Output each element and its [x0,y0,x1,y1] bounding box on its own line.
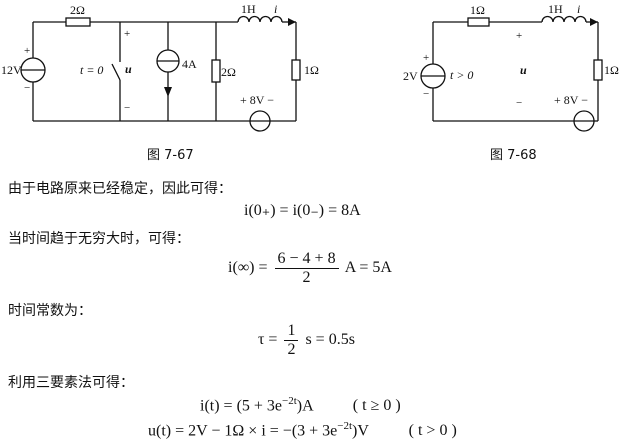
figure-caption-7-68: 图 7-68 [490,148,537,163]
eq3-fraction: 1 2 [284,322,299,359]
eq4-part-a: i(t) = (5 + 3e [200,397,283,415]
label-u-plus: + [516,30,522,42]
eq5-exponent: −2t [337,420,353,432]
figure-caption-7-67: 图 7-67 [147,148,194,163]
equation-initial-current: i(0₊) = i(0₋) = 8A [244,202,361,219]
paragraph-three-element: 利用三要素法可得： [8,375,134,391]
label-r-right: 1Ω [304,63,319,77]
label-r-right: 1Ω [604,63,619,77]
eq5-condition: ( t > 0 ) [408,422,457,440]
label-r-top: 1Ω [470,3,485,17]
resistor-1ohm-right [593,59,603,81]
resistor-2ohm-vertical [211,59,221,83]
current-arrow-icon [288,18,296,26]
current-source-arrow-icon [164,87,172,97]
label-u-minus: − [516,97,522,109]
resistor-2ohm-top [65,17,91,27]
paragraph-steady-state: 由于电路原来已经稳定，因此可得： [8,181,232,197]
label-v-bottom: + 8V − [240,93,274,107]
eq5-part-a: u(t) = 2V − 1Ω × i = −(3 + 3e [148,422,338,440]
label-switch: t = 0 [80,63,103,77]
eq2-numerator: 6 − 4 + 8 [274,250,339,269]
circuit-figure-7-67: 2Ω 12V + − t = 0 + u − 4A 2Ω 1H i 1Ω + 8… [1,2,319,132]
label-v-src: 2V [403,69,418,83]
equation-time-constant: τ = 1 2 s = 0.5s [258,322,355,359]
eq3-numerator: 1 [284,322,299,341]
eq5-part-b: )V [352,422,369,440]
label-v-minus: − [423,88,429,100]
paragraph-time-constant: 时间常数为： [8,303,92,319]
inductor-coil [237,15,283,23]
label-r-top: 2Ω [70,3,85,17]
label-v-plus: + [24,45,30,57]
label-v-src: 12V [1,63,22,77]
label-v-minus: − [24,82,30,94]
resistor-1ohm-top [467,17,490,27]
eq2-denominator: 2 [302,269,311,286]
eq2-rhs: A = 5A [344,259,392,277]
eq2-fraction: 6 − 4 + 8 2 [274,250,339,287]
label-current: i [274,2,277,16]
paragraph-infinity: 当时间趋于无穷大时，可得： [8,231,190,247]
equation-final-current: i(∞) = 6 − 4 + 8 2 A = 5A [228,250,392,287]
label-i-src: 4A [182,57,197,71]
label-u-plus: + [124,28,130,40]
label-inductor: 1H [548,2,563,16]
label-v-bottom: + 8V − [554,93,588,107]
resistor-1ohm-right [291,59,301,81]
equation-current-solution: i(t) = (5 + 3e−2t)A ( t ≥ 0 ) [200,395,401,415]
current-arrow-icon [590,18,598,26]
eq4-exponent: −2t [282,395,297,407]
eq3-lhs: τ = [258,331,278,349]
label-u: u [520,63,527,77]
inductor-coil [541,15,587,23]
eq4-part-b: )A [296,397,313,415]
label-u-minus: − [124,102,130,114]
label-inductor: 1H [241,2,256,16]
label-t: t > 0 [450,68,473,82]
eq3-denominator: 2 [287,341,296,358]
circuit-figure-7-68: 1Ω 2V + − t > 0 + u − 1H i 1Ω + 8V − [403,2,619,132]
eq2-lhs: i(∞) = [228,259,268,277]
eq3-rhs: s = 0.5s [305,331,355,349]
equation-voltage-solution: u(t) = 2V − 1Ω × i = −(3 + 3e−2t)V ( t >… [148,420,457,440]
label-v-plus: + [423,52,429,64]
label-u: u [125,62,132,76]
eq4-condition: ( t ≥ 0 ) [352,397,401,415]
label-current: i [577,2,580,16]
label-r-mid: 2Ω [221,65,236,79]
